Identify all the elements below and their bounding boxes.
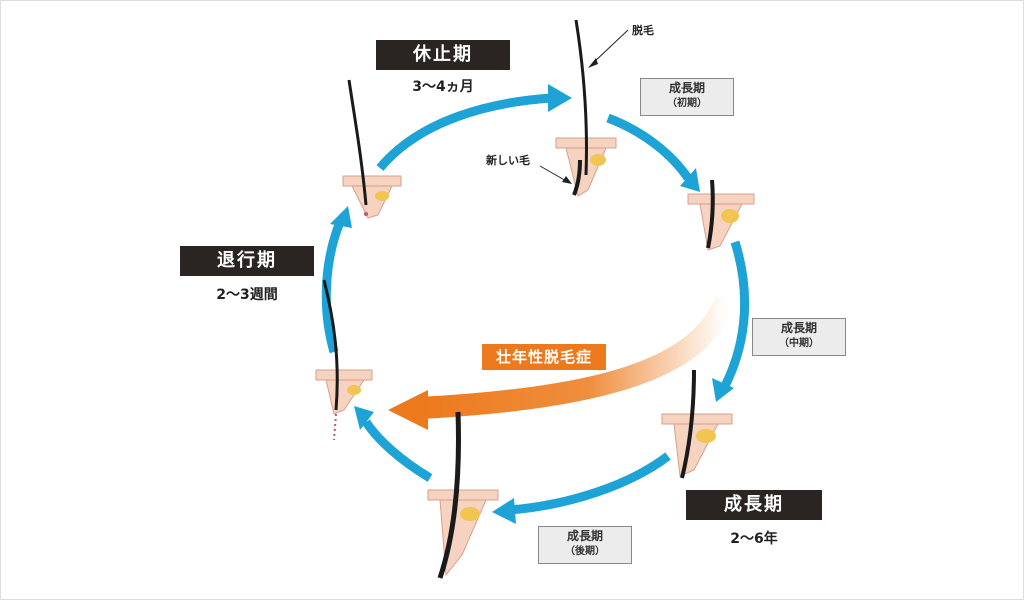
arrow-late-to-catagen xyxy=(362,419,433,482)
new-hair-callout: 新しい毛 xyxy=(486,154,530,167)
growth-middle-label: 成長期 （中期） xyxy=(752,318,846,356)
arrowhead-3 xyxy=(712,378,734,402)
follicle-telogen xyxy=(342,79,402,219)
new-hair-strand xyxy=(572,159,582,196)
anagen-title: 成長期 xyxy=(686,490,822,520)
follicle-growth xyxy=(687,179,755,251)
arrow-telogen-to-early xyxy=(376,93,553,171)
arrowhead-2 xyxy=(680,168,700,192)
cycle-arrows xyxy=(321,93,750,515)
telogen-duration: 3〜4ヵ月 xyxy=(412,79,474,95)
growth-late-label: 成長期 （後期） xyxy=(538,526,632,564)
arrowhead-5 xyxy=(354,406,374,430)
growth-early-sub: （初期） xyxy=(667,98,707,109)
growth-early-label: 成長期 （初期） xyxy=(640,78,734,116)
aga-label: 壮年性脱毛症 xyxy=(482,344,606,370)
new-hair-callout-line xyxy=(539,165,569,183)
arrow-growth-to-middle xyxy=(720,240,750,389)
cycle-arrowheads xyxy=(330,84,734,524)
arrow-middle-to-late xyxy=(509,452,671,515)
arrow-early-to-growth xyxy=(606,113,692,181)
anagen-duration: 2〜6年 xyxy=(730,531,778,547)
follicle-late xyxy=(427,411,499,579)
shedding-hair-strand xyxy=(574,19,589,176)
growth-early-title: 成長期 xyxy=(668,81,705,95)
arrowhead-4 xyxy=(492,498,516,524)
growth-middle-title: 成長期 xyxy=(780,321,817,335)
catagen-duration: 2〜3週間 xyxy=(216,287,278,303)
growth-middle-sub: （中期） xyxy=(779,338,819,349)
shedding-callout-line xyxy=(591,29,629,65)
follicle-early xyxy=(555,19,617,197)
arrowhead-6 xyxy=(330,206,352,228)
catagen-title: 退行期 xyxy=(180,246,314,276)
follicle-middle xyxy=(661,369,733,479)
telogen-title: 休止期 xyxy=(376,40,510,70)
aga-arrow xyxy=(388,295,737,430)
follicle-catagen xyxy=(315,279,373,441)
arrowhead-1 xyxy=(548,84,572,112)
growth-late-sub: （後期） xyxy=(565,546,605,557)
growth-late-title: 成長期 xyxy=(566,529,603,543)
shedding-hair-callout: 脱毛 xyxy=(632,24,654,37)
